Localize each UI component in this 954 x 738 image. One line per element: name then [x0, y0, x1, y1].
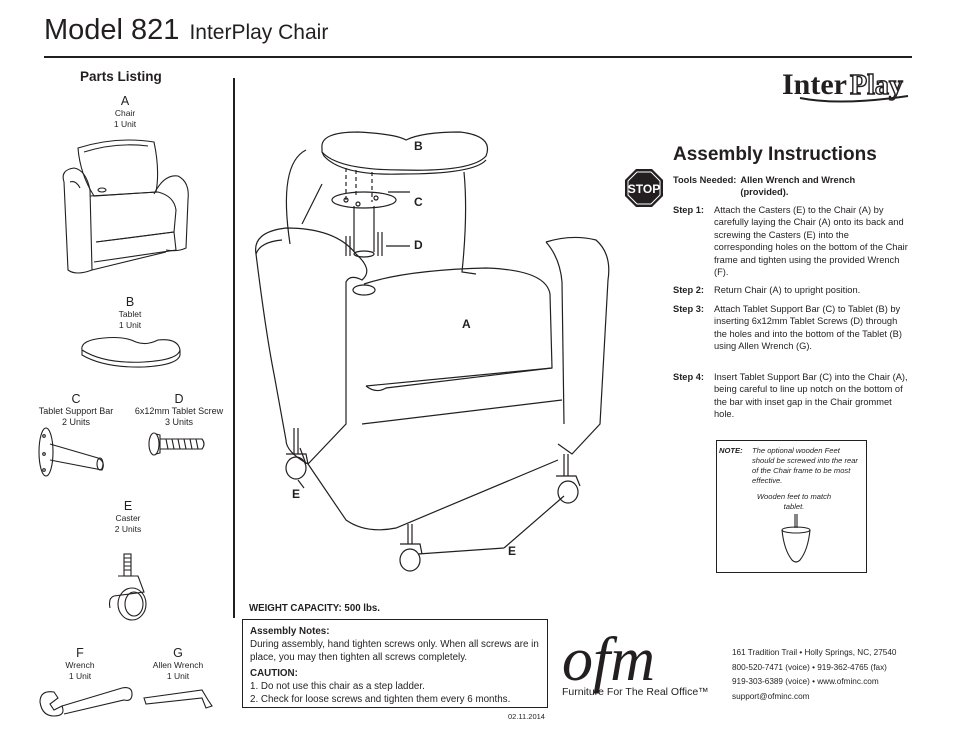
step-1: Step 1: Attach the Casters (E) to the Ch… [673, 204, 908, 278]
assembly-notes-body: During assembly, hand tighten screws onl… [250, 639, 539, 663]
part-g-label: G Allen Wrench 1 Unit [152, 646, 204, 681]
part-e-caster-image [108, 553, 147, 621]
step-2: Step 2: Return Chair (A) to upright posi… [673, 284, 908, 296]
model-number: Model 821 [44, 14, 180, 46]
column-divider [233, 78, 235, 618]
step-label: Step 4: [673, 372, 704, 382]
diagram-callout-e1: E [292, 487, 301, 501]
interplay-logo-art: Inter Play [782, 68, 909, 103]
step-3: Step 3: Attach Tablet Support Bar (C) to… [673, 303, 908, 353]
document-date: 02.11.2014 [508, 712, 545, 721]
tools-value: Allen Wrench and Wrench (provided). [740, 175, 856, 197]
part-g-allen-wrench-image [143, 689, 213, 709]
step-text: Attach Tablet Support Bar (C) to Tablet … [714, 304, 902, 352]
step-label: Step 1: [673, 205, 704, 215]
step-text: Return Chair (A) to upright position. [714, 285, 861, 295]
step-label: Step 3: [673, 304, 704, 314]
step-4: Step 4: Insert Tablet Support Bar (C) in… [673, 371, 908, 421]
diagram-callout-c: C [414, 195, 423, 209]
assembly-notes-box [242, 619, 548, 708]
caution-item-1: 1. Do not use this chair as a step ladde… [250, 681, 425, 692]
part-a-chair-image [62, 139, 189, 274]
part-c-support-bar-image [38, 427, 104, 477]
part-f-wrench-image [39, 687, 133, 717]
weight-capacity: WEIGHT CAPACITY: 500 lbs. [249, 603, 380, 614]
page-title: Model 821 InterPlay Chair [44, 14, 328, 47]
stop-sign-text: STOP [628, 182, 660, 196]
parts-listing-title: Parts Listing [80, 69, 162, 84]
ofm-logo-text: ofm [562, 630, 655, 694]
caution-item-2: 2. Check for loose screws and tighten th… [250, 694, 511, 705]
ofm-logo: ofm [562, 630, 655, 694]
company-email: support@ofminc.com [732, 691, 810, 701]
note-body: The optional wooden Feet should be screw… [752, 446, 858, 485]
company-contact: 161 Tradition Trail • Holly Springs, NC,… [732, 646, 896, 704]
assembly-notes: Assembly Notes: During assembly, hand ti… [250, 625, 545, 706]
diagram-callout-a: A [462, 317, 471, 331]
diagram-callout-d: D [414, 238, 423, 252]
assembly-instructions-title: Assembly Instructions [673, 144, 877, 165]
part-b-label: B Tablet 1 Unit [118, 295, 142, 330]
company-phone-fax: 800-520-7471 (voice) • 919-362-4765 (fax… [732, 662, 887, 672]
tools-needed: Tools Needed:Allen Wrench and Wrench (pr… [673, 174, 870, 198]
part-d-screw-image [148, 432, 205, 456]
part-b-tablet-image [81, 336, 181, 368]
tools-label: Tools Needed: [673, 175, 737, 185]
wooden-foot-image [781, 514, 811, 563]
note-text: NOTE: The optional wooden Feet should be … [719, 446, 867, 486]
logo-play: Play [850, 70, 903, 101]
company-tagline: Furniture For The Real Office™ [562, 686, 709, 698]
part-e-label: E Caster 2 Units [114, 499, 142, 534]
step-label: Step 2: [673, 285, 704, 295]
diagram-callout-b: B [414, 139, 423, 153]
note-box [716, 440, 867, 573]
assembly-notes-title: Assembly Notes: [250, 626, 330, 637]
step-text: Attach the Casters (E) to the Chair (A) … [714, 205, 908, 278]
diagram-tablet [321, 131, 488, 171]
caution-title: CAUTION: [250, 668, 298, 679]
part-f-label: F Wrench 1 Unit [65, 646, 95, 681]
product-name: InterPlay Chair [189, 21, 329, 44]
company-address: 161 Tradition Trail • Holly Springs, NC,… [732, 648, 897, 657]
part-a-label: A Chair 1 Unit [113, 94, 137, 129]
part-d-label: D 6x12mm Tablet Screw 3 Units [134, 392, 224, 427]
wooden-feet-caption: Wooden feet to match tablet. [756, 492, 832, 511]
header-divider [44, 56, 912, 58]
interplay-logo: Inter Play [780, 62, 912, 106]
part-c-label: C Tablet Support Bar 2 Units [38, 392, 114, 427]
diagram-callout-e2: E [508, 544, 517, 558]
stop-sign-icon: STOP [625, 169, 663, 207]
assembly-diagram [254, 131, 610, 572]
note-label: NOTE: [719, 446, 743, 455]
step-text: Insert Tablet Support Bar (C) into the C… [714, 372, 908, 420]
company-phone-web: 919-303-6389 (voice) • www.ofminc.com [732, 677, 879, 686]
logo-inter: Inter [782, 68, 847, 101]
